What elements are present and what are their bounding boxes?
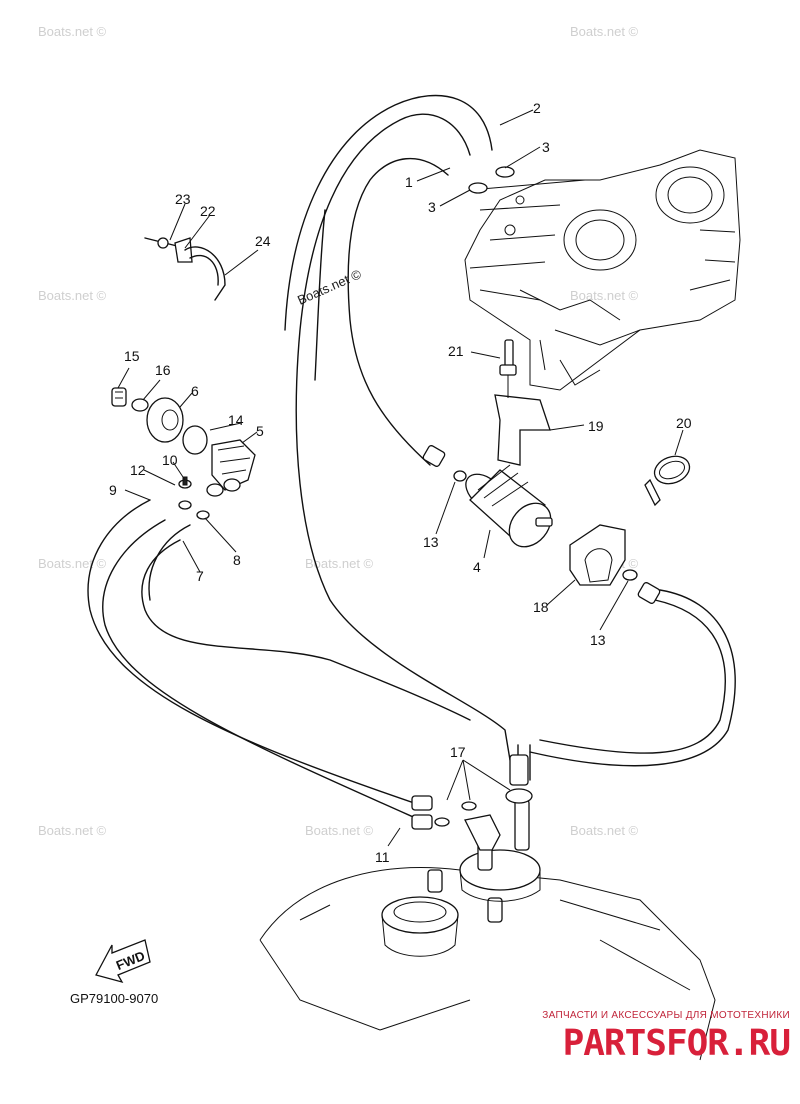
fuel-pickup-unit — [434, 788, 541, 902]
filter-holder — [569, 524, 626, 586]
bracket — [494, 339, 551, 466]
callout-23: 23 — [175, 191, 191, 207]
callout-8: 8 — [233, 552, 241, 568]
callout-17: 17 — [450, 744, 466, 760]
fuel-tank — [259, 867, 716, 1061]
callout-5: 5 — [256, 423, 264, 439]
callout-6: 6 — [191, 383, 199, 399]
callout-20: 20 — [676, 415, 692, 431]
watermark: Boats.net © — [570, 288, 639, 303]
watermark: Boats.net © — [305, 556, 374, 571]
watermark: Boats.net © — [38, 823, 107, 838]
forward-arrow: FWD — [95, 939, 151, 984]
watermark: Boats.net © — [38, 288, 107, 303]
drawing-code: GP79100-9070 — [70, 991, 158, 1006]
callout-3: 3 — [428, 199, 436, 215]
watermark: Boats.net © — [305, 823, 374, 838]
callout-18: 18 — [533, 599, 549, 615]
callout-24: 24 — [255, 233, 271, 249]
callout-13: 13 — [590, 632, 606, 648]
watermark: Boats.net © — [38, 556, 107, 571]
watermark: Boats.net © — [38, 24, 107, 39]
callout-2: 2 — [533, 100, 541, 116]
callout-14: 14 — [228, 412, 244, 428]
callout-22: 22 — [200, 203, 216, 219]
callout-3: 3 — [542, 139, 550, 155]
hose-clamp — [644, 455, 691, 507]
engine-carburetor-assembly — [464, 149, 741, 391]
callout-4: 4 — [473, 559, 481, 575]
callout-16: 16 — [155, 362, 171, 378]
fuel-cock-assembly — [111, 387, 256, 520]
watermark: Boats.net © — [570, 823, 639, 838]
brand-logo[interactable]: PARTSFOR.RU — [562, 1023, 791, 1064]
clips — [453, 166, 638, 581]
callout-13: 13 — [423, 534, 439, 550]
callout-15: 15 — [124, 348, 140, 364]
callout-12: 12 — [130, 462, 146, 478]
callout-1: 1 — [405, 174, 413, 190]
brand-tagline: ЗАПЧАСТИ И АКСЕССУАРЫ ДЛЯ МОТОТЕХНИКИ — [542, 1010, 790, 1021]
callout-11: 11 — [375, 849, 390, 865]
callouts: 1 2 3 3 4 5 6 7 8 9 10 11 12 13 13 14 15… — [109, 100, 692, 865]
callout-9: 9 — [109, 482, 117, 498]
callout-7: 7 — [196, 568, 204, 584]
callout-10: 10 — [162, 452, 178, 468]
callout-21: 21 — [448, 343, 464, 359]
fuel-filter — [465, 464, 553, 548]
callout-19: 19 — [588, 418, 604, 434]
leader-lines — [117, 109, 684, 847]
fuel-hoses — [87, 94, 736, 830]
watermark: Boats.net © — [570, 24, 639, 39]
